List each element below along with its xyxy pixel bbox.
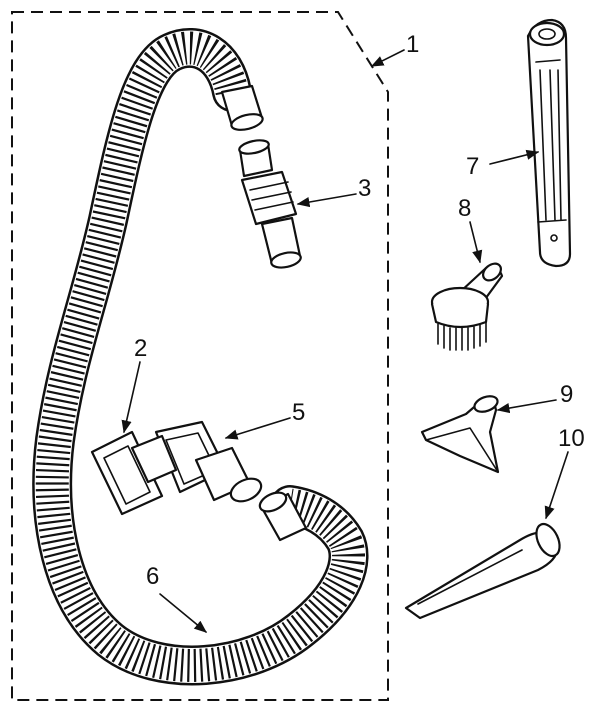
- handle-adapter-part: [154, 420, 263, 503]
- label-8: 8: [458, 195, 471, 222]
- part-labels: 1 2 3 5 6 7 8 9 10: [134, 31, 585, 590]
- leader-6: [159, 593, 207, 633]
- hose-top-cuff: [220, 84, 264, 131]
- leader-lines: [121, 49, 569, 633]
- label-9: 9: [560, 381, 573, 408]
- swivel-coupling-part: [238, 139, 302, 269]
- leader-1: [370, 49, 405, 67]
- dusting-brush-part: [430, 262, 504, 351]
- leader-9: [496, 399, 557, 414]
- leader-8: [469, 221, 483, 264]
- label-1: 1: [406, 31, 419, 58]
- label-5: 5: [292, 399, 305, 426]
- label-3: 3: [358, 175, 371, 202]
- leader-2: [121, 361, 141, 434]
- leader-7: [489, 149, 540, 165]
- extension-wand-part: [526, 18, 572, 268]
- crevice-tool-part: [404, 522, 561, 620]
- leader-5: [224, 417, 291, 440]
- label-2: 2: [134, 335, 147, 362]
- clip-bracket-part: [90, 430, 178, 516]
- upholstery-nozzle-part: [420, 395, 500, 474]
- label-10: 10: [558, 425, 585, 452]
- leader-3: [296, 193, 357, 208]
- label-6: 6: [146, 563, 159, 590]
- hose-bottom-cuff: [258, 491, 308, 542]
- leader-10: [544, 451, 569, 520]
- hose-part: [32, 28, 369, 686]
- kit-boundary: [11, 11, 389, 701]
- label-7: 7: [466, 153, 479, 180]
